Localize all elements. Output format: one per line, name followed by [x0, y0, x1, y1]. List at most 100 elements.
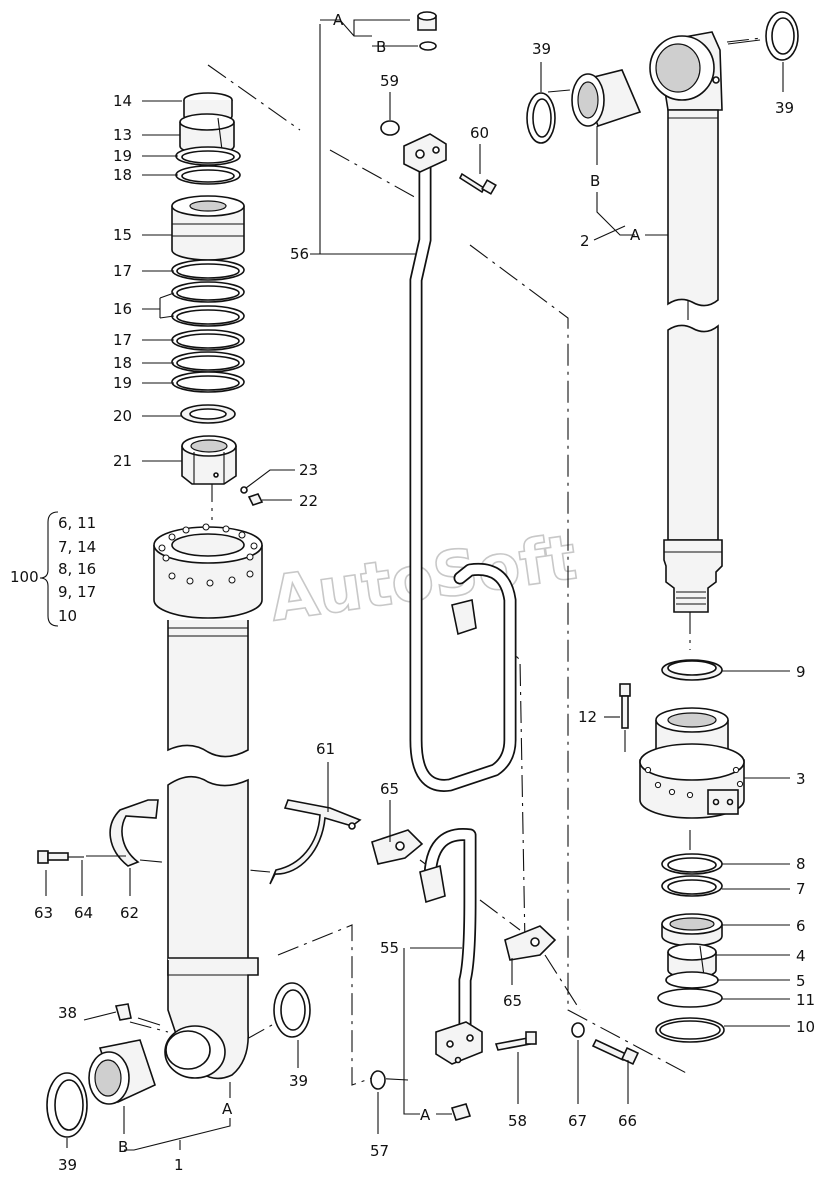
label-13: 13	[113, 126, 132, 144]
part-19-ring-top	[175, 146, 241, 166]
part-22-setscrew	[247, 493, 264, 506]
label-38: 38	[58, 1004, 77, 1022]
label-18b: 18	[113, 354, 132, 372]
part-10-oring	[655, 1017, 725, 1043]
label-15: 15	[113, 226, 132, 244]
part-59-oring	[380, 120, 400, 136]
part-8-ring	[661, 853, 723, 875]
part-9-ring	[661, 659, 723, 681]
group-100-item-4: 9, 17	[58, 583, 96, 601]
label-8: 8	[796, 855, 806, 873]
part-16-ring-a	[171, 281, 245, 303]
label-20: 20	[113, 407, 132, 425]
part-17-ring-b	[171, 329, 245, 351]
letter-b-rod: B	[590, 172, 600, 190]
part-b-bushing-top	[571, 69, 642, 128]
cylinder-tube-upper	[167, 620, 249, 758]
part-61-clamp	[269, 799, 362, 885]
letter-a-rod: A	[630, 226, 641, 244]
rod-upper	[667, 109, 719, 307]
label-17a: 17	[113, 262, 132, 280]
label-64: 64	[74, 904, 93, 922]
label-55: 55	[380, 939, 399, 957]
label-58: 58	[508, 1112, 527, 1130]
label-16: 16	[113, 300, 132, 318]
part-66-bolt	[591, 1038, 640, 1066]
part-65-clamp-a	[371, 829, 424, 865]
label-19a: 19	[113, 147, 132, 165]
label-67: 67	[568, 1112, 587, 1130]
part-a-plug-bottom	[450, 1103, 472, 1121]
letter-a-pipe: A	[420, 1106, 431, 1124]
label-59: 59	[380, 72, 399, 90]
letter-b-bottom: B	[118, 1138, 128, 1156]
rod-eye	[649, 31, 723, 111]
label-4: 4	[796, 947, 806, 965]
part-56-pipe-block	[403, 133, 447, 173]
letter-b-top: B	[376, 38, 386, 56]
rod-lower	[663, 324, 723, 613]
group-100-item-3: 8, 16	[58, 560, 96, 578]
label-7: 7	[796, 880, 806, 898]
part-18-ring-b	[171, 351, 245, 373]
part-62-clamp	[109, 799, 159, 867]
part-63-bolt	[37, 850, 69, 864]
part-15-piston	[171, 195, 245, 261]
part-39-seal-top-right	[765, 11, 799, 61]
part-56-pipe	[409, 153, 517, 792]
part-16-ring-b	[171, 305, 245, 327]
cylinder-head-flange	[153, 523, 263, 619]
label-23: 23	[299, 461, 318, 479]
part-39-seal-top-left	[526, 92, 556, 144]
label-63: 63	[34, 904, 53, 922]
label-11: 11	[796, 991, 815, 1009]
label-39-top-left: 39	[532, 40, 551, 58]
part-38-grease-nipple	[114, 1003, 132, 1021]
part-20-washer	[180, 404, 236, 424]
part-57-oring	[370, 1070, 386, 1090]
label-60: 60	[470, 124, 489, 142]
label-21: 21	[113, 452, 132, 470]
label-17b: 17	[113, 331, 132, 349]
part-a-plug-top	[417, 11, 437, 31]
label-61: 61	[316, 740, 335, 758]
part-67-washer	[571, 1022, 585, 1038]
label-5: 5	[796, 972, 806, 990]
letter-a-top: A	[333, 11, 344, 29]
label-22: 22	[299, 492, 318, 510]
leader-lines	[45, 19, 790, 1151]
part-18-ring-top	[175, 165, 241, 185]
label-62: 62	[120, 904, 139, 922]
label-56: 56	[290, 245, 309, 263]
label-39-bottom-right: 39	[289, 1072, 308, 1090]
group-100-brace	[39, 511, 59, 627]
label-65-upper: 65	[380, 780, 399, 798]
part-5-ring	[665, 971, 719, 989]
cylinder-bottom-eye	[164, 1025, 226, 1079]
part-65-clamp-b	[504, 925, 557, 961]
label-6: 6	[796, 917, 806, 935]
part-39-seal-bottom-left	[46, 1072, 88, 1138]
group-100-item-1: 6, 11	[58, 514, 96, 532]
group-100-item-5: 10	[58, 607, 77, 625]
callout-labels: 14 13 19 18 15 17 16 17 18 19 20 21 23 2…	[10, 11, 815, 1174]
label-10: 10	[796, 1018, 815, 1036]
label-9: 9	[796, 663, 806, 681]
label-14: 14	[113, 92, 132, 110]
label-3: 3	[796, 770, 806, 788]
part-6-seal	[661, 913, 723, 947]
part-39-seal-bottom-right	[273, 982, 311, 1038]
label-39-top-right: 39	[775, 99, 794, 117]
label-12: 12	[578, 708, 597, 726]
label-39-bottom-left: 39	[58, 1156, 77, 1174]
watermark: AutoSoft	[265, 520, 580, 635]
part-55-pipe	[419, 828, 483, 1065]
label-65-lower: 65	[503, 992, 522, 1010]
part-23-ball	[240, 486, 248, 494]
label-18a: 18	[113, 166, 132, 184]
part-b-oring-top	[419, 41, 437, 51]
part-3-cylinder-head	[639, 707, 745, 819]
part-21-nut	[181, 435, 237, 485]
part-7-ring	[661, 875, 723, 897]
